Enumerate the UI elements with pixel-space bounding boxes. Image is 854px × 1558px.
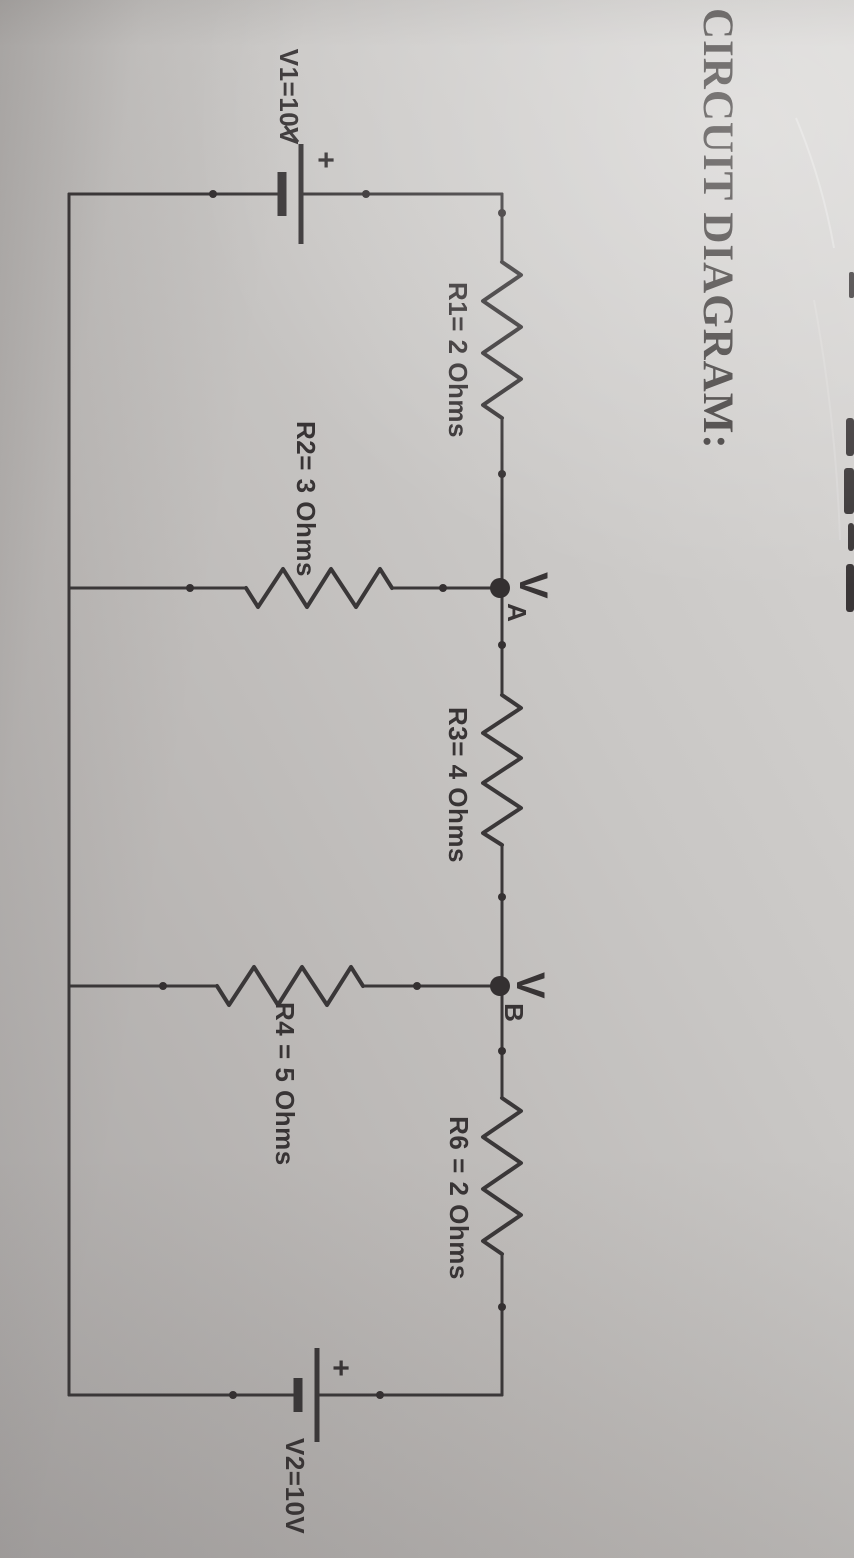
resistor-R2-label: R2= 3 Ohms	[291, 421, 321, 577]
resistor-R4-label: R4 = 5 Ohms	[270, 1002, 300, 1166]
page-title: CIRCUIT DIAGRAM:	[694, 8, 741, 450]
paper-crease	[813, 299, 841, 541]
v1-label-leader-line	[283, 125, 300, 143]
wire-anchor-dots	[159, 190, 506, 1399]
resistor-R1-label: R1= 2 Ohms	[443, 282, 473, 438]
v1-plus-sign: +	[309, 151, 342, 169]
v2-plus-sign: +	[324, 1359, 357, 1377]
resistor-R3-label: R3= 4 Ohms	[443, 707, 473, 863]
source-V1-label: V1=10V	[274, 49, 304, 145]
node-VB-label: V B	[499, 972, 552, 1022]
resistor-R6-zigzag	[481, 1096, 523, 1256]
node-VA-dot	[490, 578, 510, 598]
resistor-R6-label: R6 = 2 Ohms	[444, 1116, 474, 1280]
resistor-R4-zigzag	[215, 965, 365, 1007]
resistor-R3-zigzag	[481, 693, 523, 847]
resistor-R2-zigzag	[244, 567, 394, 609]
circuit-wires	[67, 192, 504, 1397]
node-VB-dot	[490, 976, 510, 996]
paper-crease	[795, 117, 835, 249]
resistor-R1-zigzag	[481, 260, 523, 420]
cut-off-text-fragment	[844, 272, 854, 612]
node-VA-label: V A	[502, 572, 555, 622]
source-V2-label: V2=10V	[280, 1438, 310, 1534]
